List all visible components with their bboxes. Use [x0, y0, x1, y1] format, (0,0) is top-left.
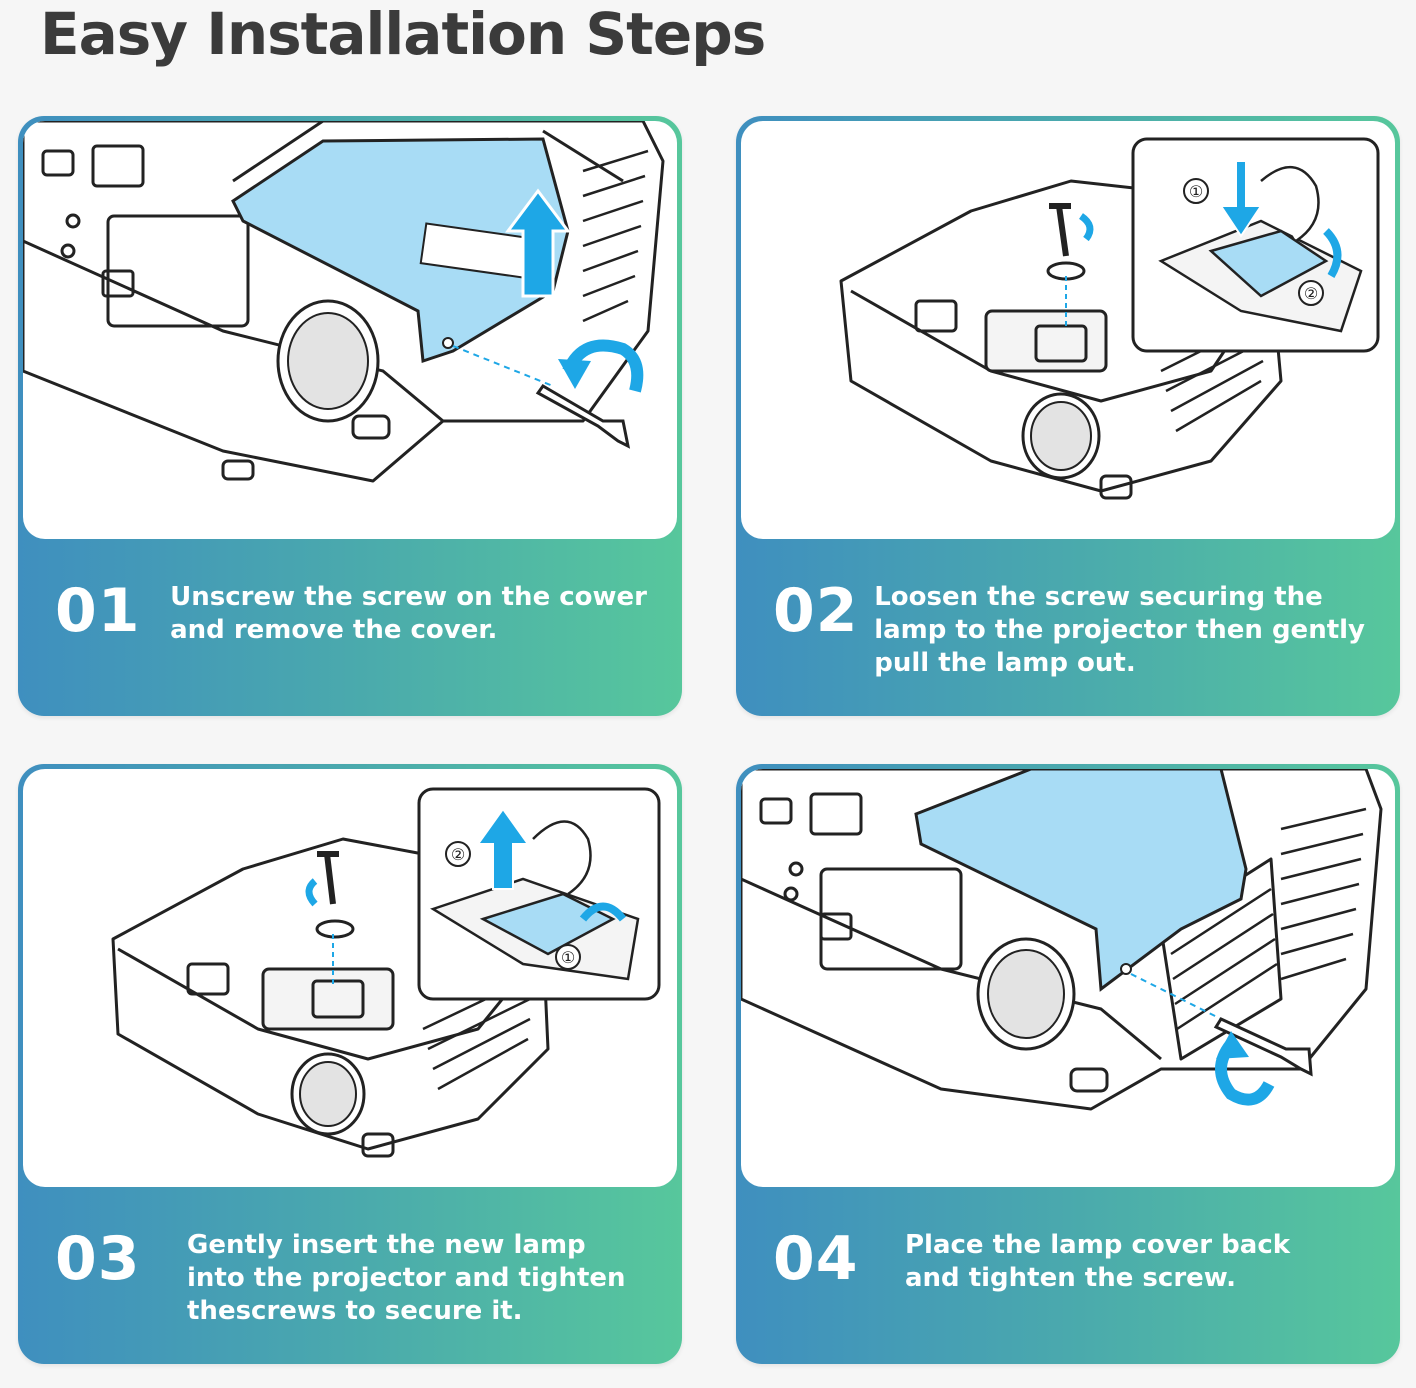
step-description-line: and tighten the screw. [905, 1263, 1237, 1293]
projector-cover-removal-icon [23, 121, 665, 483]
step-04-illustration [741, 769, 1395, 1187]
step-number: 04 [773, 1224, 859, 1294]
step-description-line: into the projector and tighten [187, 1263, 626, 1293]
projector-lamp-removal-icon: ① ② [839, 137, 1380, 500]
step-01-caption: 01 Unscrew the screw on the cower and re… [23, 539, 677, 711]
step-number: 03 [55, 1224, 141, 1294]
step-04-caption: 04 Place the lamp cover back and tighten… [741, 1187, 1395, 1359]
step-description: Loosen the screw securing the lamp to th… [874, 579, 1395, 680]
step-description-line: Unscrew the screw on the cower [170, 582, 647, 612]
step-03-illustration: ② ① [23, 769, 677, 1187]
step-description: Place the lamp cover back and tighten th… [905, 1227, 1395, 1295]
step-card-03: ② ① 03 Gently insert the new lamp into t… [18, 764, 682, 1364]
page-title: Easy Installation Steps [40, 0, 766, 68]
step-description-line: thescrews to secure it. [187, 1296, 523, 1326]
callout-label: ② [1304, 284, 1318, 303]
step-01-illustration [23, 121, 677, 539]
step-description-line: Place the lamp cover back [905, 1230, 1291, 1260]
step-card-02: ① ② 02 Loosen the screw securing the lam… [736, 116, 1400, 716]
step-description: Unscrew the screw on the cower and remov… [170, 579, 677, 647]
projector-cover-replacement-icon [741, 769, 1383, 1111]
step-description-line: and remove the cover. [170, 615, 498, 645]
step-description-line: Loosen the screw securing the [874, 582, 1323, 612]
step-03-caption: 03 Gently insert the new lamp into the p… [23, 1187, 677, 1359]
step-02-caption: 02 Loosen the screw securing the lamp to… [741, 539, 1395, 711]
callout-label: ① [1189, 182, 1203, 201]
step-description-line: pull the lamp out. [874, 648, 1136, 678]
step-description-line: lamp to the projector then gently [874, 615, 1365, 645]
step-description: Gently insert the new lamp into the proj… [187, 1227, 677, 1328]
projector-lamp-insertion-icon: ② ① [111, 787, 661, 1158]
step-number: 01 [55, 576, 141, 646]
step-description-line: Gently insert the new lamp [187, 1230, 586, 1260]
callout-label: ② [451, 845, 465, 864]
step-card-04: 04 Place the lamp cover back and tighten… [736, 764, 1400, 1364]
step-card-01: 01 Unscrew the screw on the cower and re… [18, 116, 682, 716]
callout-label: ① [561, 948, 575, 967]
step-number: 02 [773, 576, 859, 646]
step-02-illustration: ① ② [741, 121, 1395, 539]
